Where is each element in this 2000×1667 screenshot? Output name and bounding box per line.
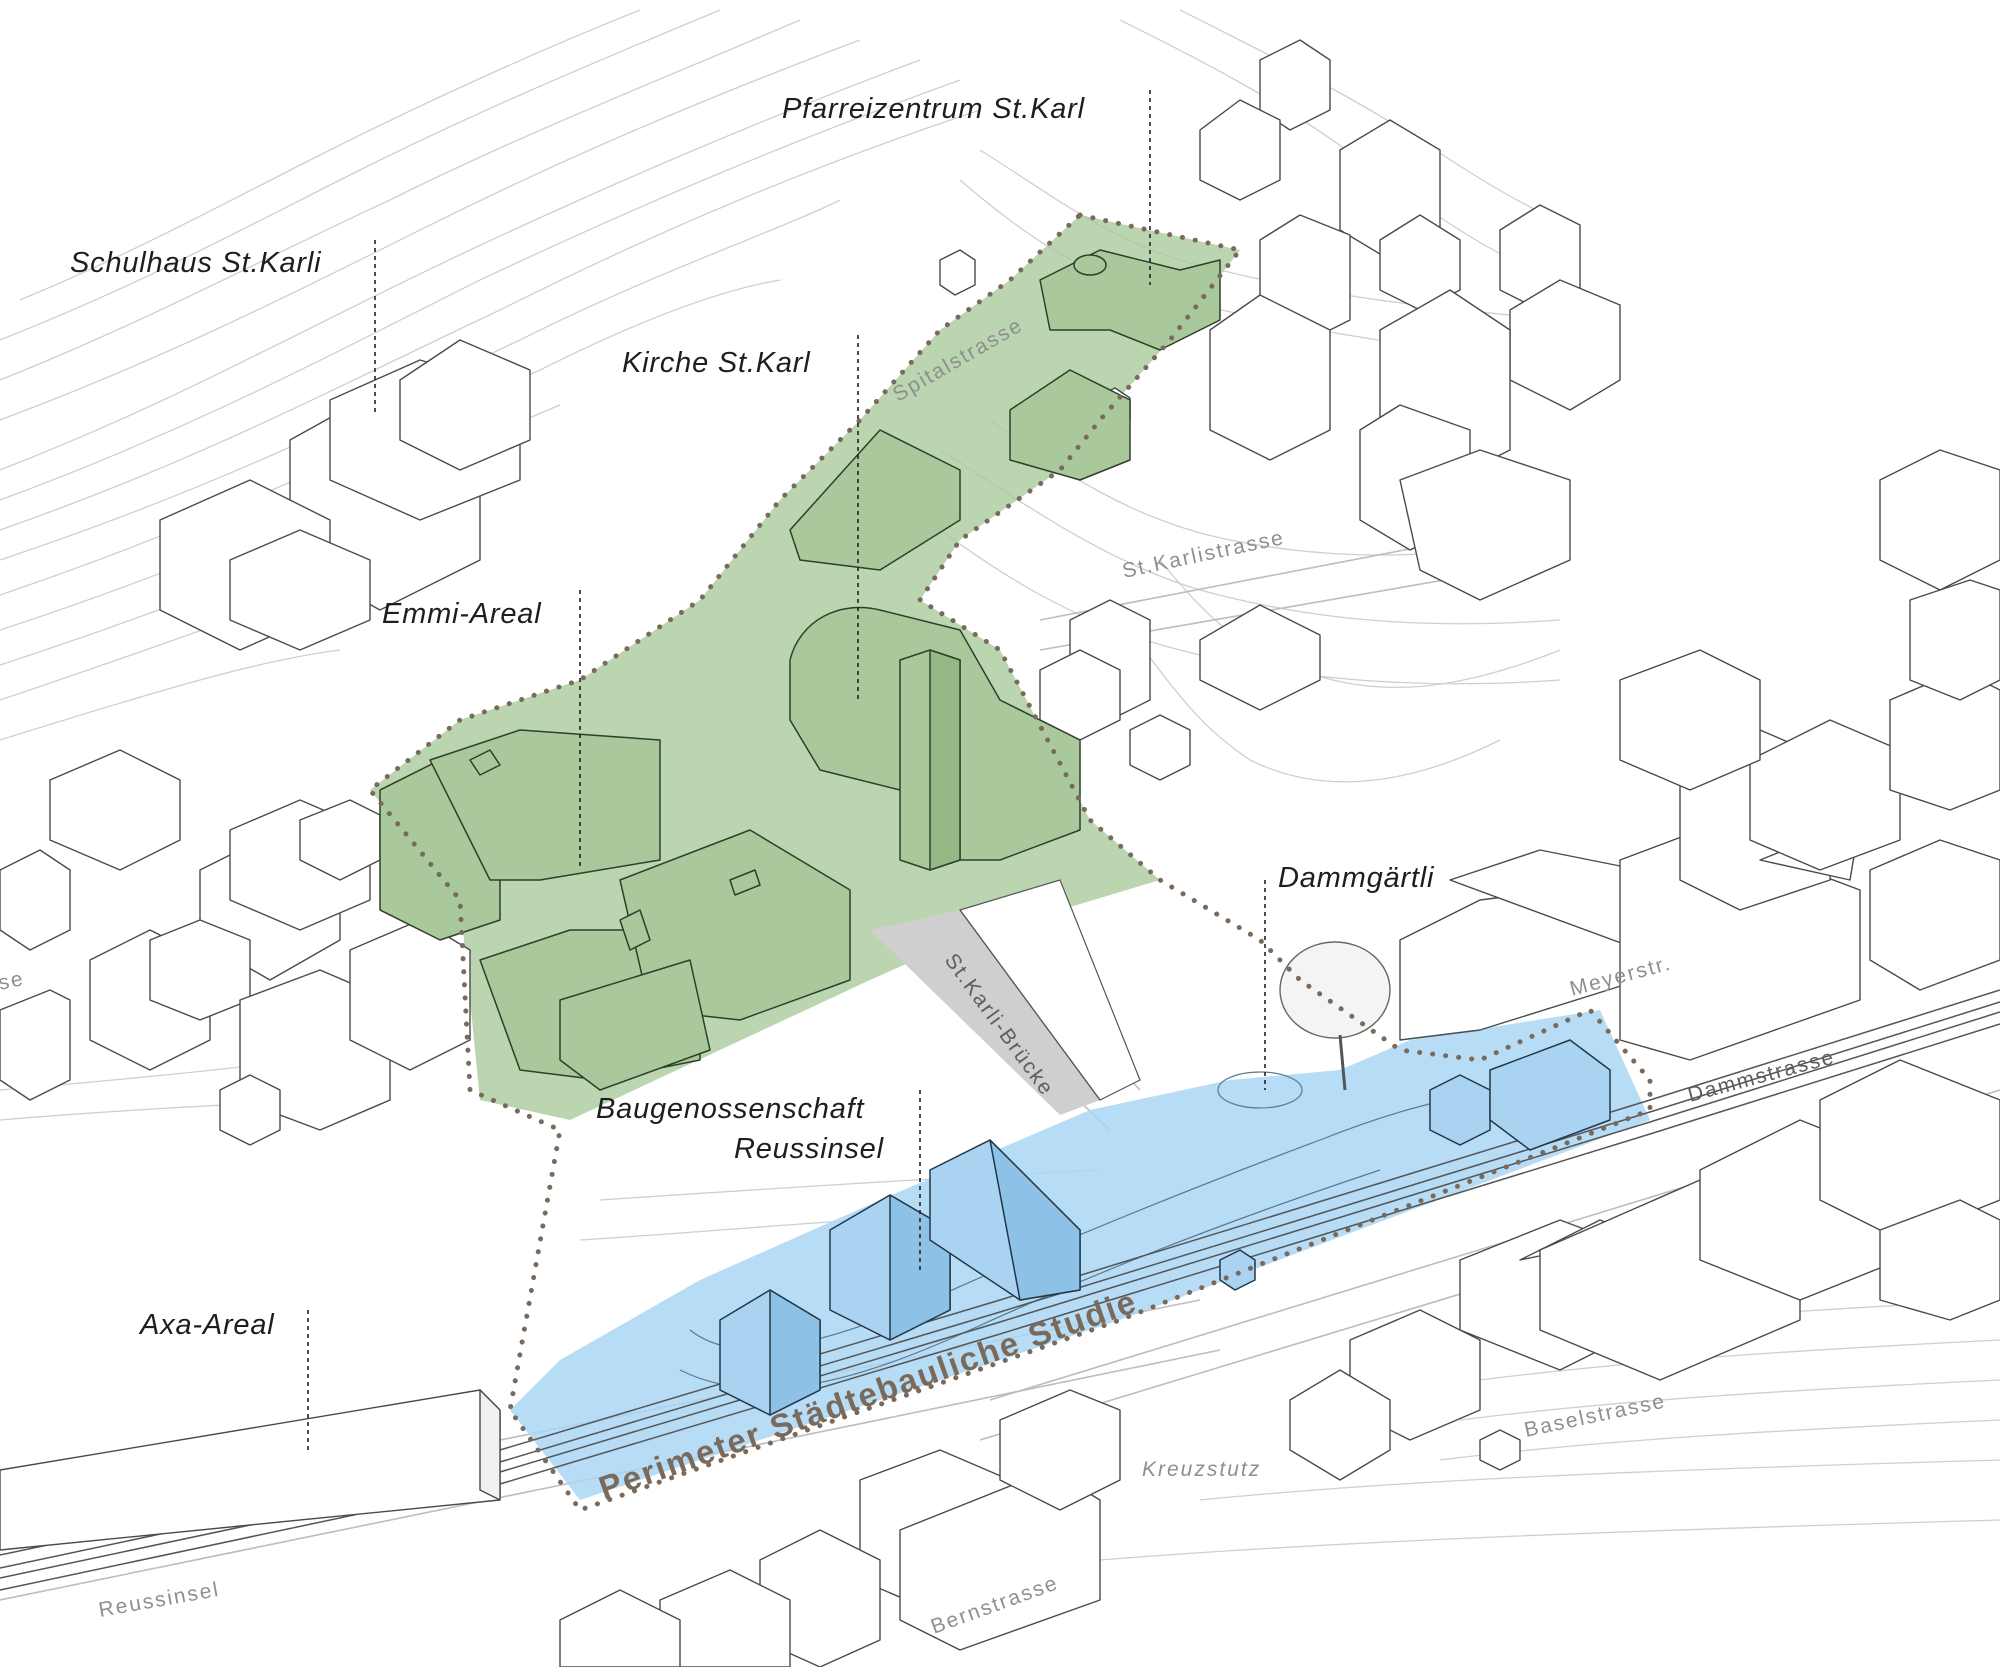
st-karli-bridge	[870, 879, 1141, 1115]
label-baugenossenschaft-line1: Baugenossenschaft	[596, 1093, 865, 1125]
label-dammgaertli: Dammgärtli	[1278, 862, 1435, 894]
green-zone-buildings	[379, 249, 1221, 1091]
label-kirche: Kirche St.Karl	[622, 347, 811, 379]
label-axa: Axa-Areal	[138, 1309, 275, 1341]
label-leaders	[307, 90, 1266, 1450]
tree	[1279, 941, 1391, 1091]
blue-zone-buildings	[719, 1039, 1611, 1416]
context-buildings	[0, 39, 2000, 1667]
perimeter-line	[366, 212, 1653, 1513]
street-baselstrasse: Baselstrasse	[1522, 1389, 1668, 1441]
label-schulhaus: Schulhaus St.Karli	[70, 247, 322, 279]
label-pfarreizentrum: Pfarreizentrum St.Karl	[782, 93, 1086, 125]
street-st-karlistrasse: St.Karlistrasse	[1120, 526, 1287, 583]
street-kreuzstutz: Kreuzstutz	[1142, 1458, 1261, 1481]
label-baugenossenschaft-line2: Reussinsel	[734, 1133, 885, 1165]
street-dammstrasse: Dammstrasse	[1685, 1045, 1837, 1106]
label-emmi: Emmi-Areal	[382, 598, 542, 630]
street-partial-left: se	[0, 967, 27, 995]
street-reussinsel: Reussinsel	[97, 1578, 222, 1622]
